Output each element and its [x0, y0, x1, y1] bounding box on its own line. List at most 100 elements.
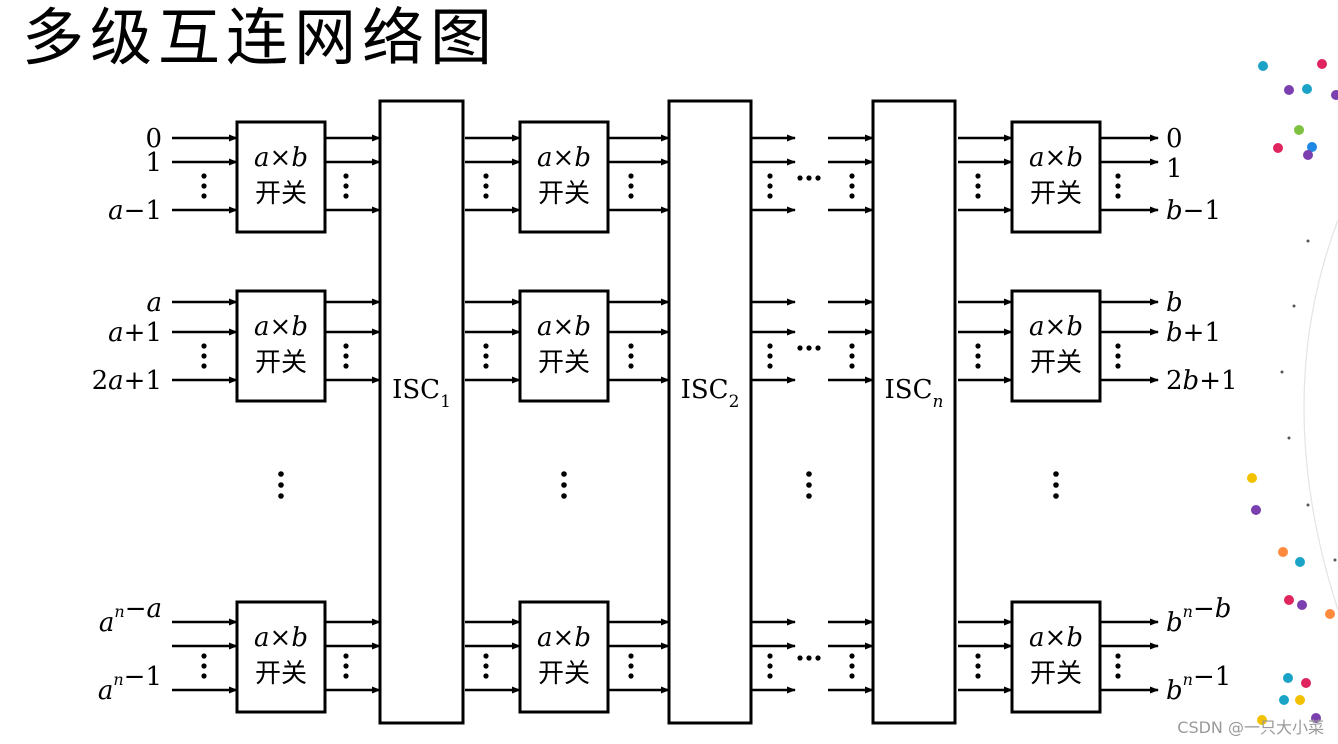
horizontal-ellipsis-dot — [815, 175, 821, 181]
switch-label-name: 开关 — [538, 659, 590, 689]
decor-dot — [1294, 125, 1304, 135]
vertical-dot — [201, 353, 207, 359]
vertical-dot — [483, 363, 489, 369]
vertical-dot — [1115, 183, 1121, 189]
vertical-dot — [343, 183, 349, 189]
vertical-dot — [483, 353, 489, 359]
vertical-dot — [201, 653, 207, 659]
horizontal-ellipsis-dot — [806, 345, 812, 351]
port-label: a+1 — [108, 318, 162, 348]
vertical-dot — [201, 663, 207, 669]
vertical-dot — [201, 183, 207, 189]
connection-wires — [172, 134, 1159, 694]
decor-dot — [1287, 436, 1291, 440]
switch-label-name: 开关 — [538, 348, 590, 378]
row-gap-dot — [561, 471, 567, 477]
isc-box — [667, 99, 753, 725]
vertical-dot — [849, 193, 855, 199]
vertical-dot — [483, 183, 489, 189]
horizontal-ellipsis-dot — [815, 345, 821, 351]
vertical-dot — [628, 673, 634, 679]
horizontal-ellipsis-dot — [806, 655, 812, 661]
isc-label: ISCn — [885, 375, 944, 412]
switch-label-name: 开关 — [1030, 179, 1082, 209]
row-gap-dot — [278, 471, 284, 477]
vertical-dot — [975, 673, 981, 679]
vertical-dot — [343, 193, 349, 199]
vertical-dot — [767, 183, 773, 189]
switch-box — [1010, 289, 1102, 403]
decor-arc — [1303, 219, 1338, 611]
port-label: a — [146, 288, 162, 318]
decor-dot — [1325, 609, 1335, 619]
port-labels: 01a−101b−1aa+12a+1bb+12b+1an−aan−1bn−bbn… — [92, 124, 1238, 706]
vertical-dot — [767, 193, 773, 199]
vertical-dot — [201, 343, 207, 349]
vertical-dot — [628, 663, 634, 669]
vertical-dot — [1115, 193, 1121, 199]
switch-label-name: 开关 — [1030, 659, 1082, 689]
vertical-dot — [1115, 653, 1121, 659]
switch-box — [235, 120, 327, 234]
switch-label-size: a×b — [1029, 623, 1083, 653]
vertical-dot — [628, 343, 634, 349]
vertical-dot — [975, 363, 981, 369]
row-gap-dot — [278, 493, 284, 499]
vertical-dot — [1115, 663, 1121, 669]
vertical-dot — [767, 173, 773, 179]
switch-label-name: 开关 — [1030, 348, 1082, 378]
isc-box — [871, 99, 957, 725]
vertical-dot — [483, 653, 489, 659]
decor-dot — [1258, 61, 1268, 71]
row-gap-dot — [561, 493, 567, 499]
decorative-dots — [1247, 59, 1338, 725]
port-label: 0 — [145, 124, 162, 154]
port-label: b+1 — [1166, 318, 1221, 348]
decor-dot — [1295, 695, 1305, 705]
port-label: 1 — [1166, 154, 1183, 184]
vertical-dot — [343, 673, 349, 679]
row-gap-dot — [1053, 493, 1059, 499]
page-title: 多级互连网络图 — [22, 1, 499, 74]
vertical-dot — [343, 363, 349, 369]
vertical-dot — [343, 343, 349, 349]
port-label: b — [1166, 288, 1183, 318]
row-gap-dot — [1053, 471, 1059, 477]
vertical-dot — [975, 663, 981, 669]
switch-box — [235, 289, 327, 403]
decor-dot — [1292, 304, 1296, 308]
vertical-dot — [1115, 353, 1121, 359]
row-gap-dot — [806, 482, 812, 488]
switch-label-size: a×b — [254, 143, 308, 173]
switch-label-name: 开关 — [255, 659, 307, 689]
switch-label-name: 开关 — [255, 179, 307, 209]
switch-boxes: a×b开关a×b开关a×b开关a×b开关a×b开关a×b开关a×b开关a×b开关… — [235, 120, 1102, 714]
vertical-dot — [767, 353, 773, 359]
port-label: 2a+1 — [92, 366, 162, 396]
vertical-dot — [483, 173, 489, 179]
vertical-dot — [483, 343, 489, 349]
switch-label-size: a×b — [537, 623, 591, 653]
port-label: an−1 — [98, 662, 162, 706]
vertical-dot — [628, 173, 634, 179]
switch-box — [518, 289, 610, 403]
vertical-dot — [849, 173, 855, 179]
vertical-dot — [201, 173, 207, 179]
vertical-dot — [628, 193, 634, 199]
vertical-dot — [483, 673, 489, 679]
decor-dot — [1301, 678, 1311, 688]
vertical-dot — [201, 673, 207, 679]
vertical-dot — [849, 653, 855, 659]
vertical-dot — [343, 653, 349, 659]
port-label: an−a — [99, 594, 162, 638]
row-gap-dot — [278, 482, 284, 488]
isc-label: ISC2 — [681, 375, 740, 412]
switch-box — [518, 120, 610, 234]
vertical-dot — [343, 173, 349, 179]
decor-dot — [1331, 90, 1338, 100]
horizontal-ellipsis-dot — [797, 345, 803, 351]
switch-label-size: a×b — [1029, 312, 1083, 342]
vertical-dot — [628, 363, 634, 369]
switch-label-name: 开关 — [538, 179, 590, 209]
